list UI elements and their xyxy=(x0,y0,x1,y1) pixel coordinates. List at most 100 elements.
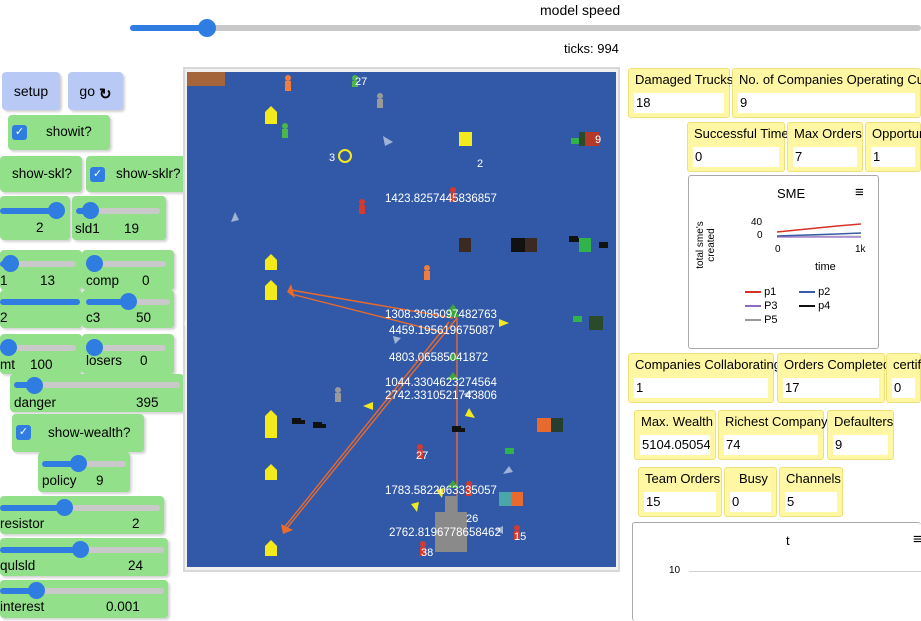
wealth-label: 1423.8257445836857 xyxy=(385,193,497,205)
slider-track xyxy=(0,505,160,511)
slider-resistor[interactable]: resistor 2 xyxy=(0,496,164,534)
world-view[interactable]: 1423.8257445836857 1308.3085097482763 44… xyxy=(187,72,616,567)
slider-thumb[interactable] xyxy=(2,255,19,272)
monitor-damaged-trucks: Damaged Trucks 18 xyxy=(628,68,733,118)
slider-c3[interactable]: c3 50 xyxy=(82,290,174,328)
slider-value: 0.001 xyxy=(106,599,140,614)
showit-label: showit? xyxy=(46,124,92,139)
slider-thumb[interactable] xyxy=(26,377,43,394)
agent-number: 27 xyxy=(355,76,368,88)
slider-qulsld[interactable]: qulsld 24 xyxy=(0,538,168,576)
slider-track xyxy=(0,261,76,267)
showit-switch[interactable]: ✓ showit? xyxy=(8,115,110,150)
slider-interest[interactable]: interest 0.001 xyxy=(0,580,168,618)
show-skl-switch[interactable]: show-skl? xyxy=(0,156,82,192)
checkbox-icon[interactable]: ✓ xyxy=(16,425,31,440)
slider-thumb[interactable] xyxy=(82,202,99,219)
slider-losers[interactable]: losers 0 xyxy=(82,334,174,374)
model-speed-thumb[interactable] xyxy=(198,19,216,37)
slider-mt[interactable]: mt 100 xyxy=(0,334,82,374)
monitor-label: Busy xyxy=(739,471,768,486)
person-icons xyxy=(282,75,520,556)
slider-fill xyxy=(0,505,66,511)
slider-fill xyxy=(86,299,130,305)
slider-name: resistor xyxy=(0,516,45,531)
slider-value: 24 xyxy=(128,558,144,573)
slider-policy[interactable]: policy 9 xyxy=(38,452,130,492)
ytick: 0 xyxy=(757,230,763,241)
monitor-orders-completed: Orders Completed 17 xyxy=(777,353,890,403)
agent-number: 9 xyxy=(595,134,602,146)
houses xyxy=(265,106,472,556)
slider-value: 19 xyxy=(124,221,140,236)
brown-patch xyxy=(187,72,225,86)
go-button[interactable]: go ↻ xyxy=(68,72,123,110)
agent-number: 3 xyxy=(329,152,336,164)
legend-item: p4 xyxy=(818,300,831,312)
slider-s1[interactable]: 2 xyxy=(0,196,70,240)
slider-thumb[interactable] xyxy=(86,255,103,272)
checkbox-icon[interactable]: ✓ xyxy=(12,125,27,140)
monitor-value: 1 xyxy=(871,147,915,167)
monitor-value: 74 xyxy=(724,435,818,455)
xtick: 1k xyxy=(855,244,866,255)
slider-thumb[interactable] xyxy=(56,499,73,516)
slider-s3[interactable]: 1 13 xyxy=(0,250,82,290)
slider-value: 100 xyxy=(30,357,53,372)
factory xyxy=(435,496,467,552)
monitor-channels: Channels 5 xyxy=(779,467,843,517)
slider-name: mt xyxy=(0,357,15,372)
slider-thumb[interactable] xyxy=(72,541,89,558)
slider-sld1[interactable]: sld1 19 xyxy=(72,196,166,240)
wealth-label: 1044.3304623274564 xyxy=(385,377,497,389)
monitor-value: 9 xyxy=(833,435,888,455)
monitor-label: Max Orders xyxy=(794,126,862,141)
slider-thumb[interactable] xyxy=(86,339,103,356)
slider-thumb[interactable] xyxy=(0,339,17,356)
slider-name: comp xyxy=(86,273,120,288)
agent-number: 38 xyxy=(421,547,434,559)
slider-name: policy xyxy=(42,473,77,488)
slider-value: 2 xyxy=(132,516,140,531)
agent-number: 15 xyxy=(514,531,527,543)
agent-number: 27 xyxy=(416,450,429,462)
slider-track xyxy=(14,382,180,388)
slider-comp[interactable]: comp 0 xyxy=(82,250,174,290)
slider-name: interest xyxy=(0,599,45,614)
slider-danger[interactable]: danger 395 xyxy=(10,374,184,412)
slider-s5[interactable]: 2 xyxy=(0,290,82,328)
menu-icon[interactable]: ≡ xyxy=(855,184,864,201)
gray-arrows xyxy=(231,136,513,534)
show-sklr-switch[interactable]: ✓ show-sklr? xyxy=(86,156,189,192)
sme-plot: SME ≡ total sme's created 40 0 0 1k time… xyxy=(688,175,879,349)
wealth-label: 1783.5822063335057 xyxy=(385,485,497,497)
monitor-value: 0 xyxy=(693,147,779,167)
slider-thumb[interactable] xyxy=(28,582,45,599)
model-speed-label: model speed xyxy=(540,2,621,18)
ytick: 10 xyxy=(669,565,681,576)
menu-icon[interactable]: ≡ xyxy=(913,531,921,548)
setup-button[interactable]: setup xyxy=(2,72,60,110)
legend-swatch xyxy=(745,319,761,322)
monitor-label: Opportun xyxy=(872,126,921,141)
legend-swatch xyxy=(745,305,761,308)
legend-item: P3 xyxy=(764,300,778,312)
slider-thumb[interactable] xyxy=(70,455,87,472)
legend-item: p1 xyxy=(764,286,777,298)
sme-plot-lines xyxy=(777,223,861,238)
slider-fill xyxy=(42,461,82,467)
slider-value: 2 xyxy=(36,220,44,235)
model-speed-slider[interactable] xyxy=(130,25,921,31)
legend-swatch xyxy=(799,305,815,308)
monitor-max-orders: Max Orders 7 xyxy=(787,122,863,172)
slider-name: c3 xyxy=(86,310,101,325)
slider-value: 0 xyxy=(142,273,150,288)
slider-value: 13 xyxy=(40,273,56,288)
slider-name: 2 xyxy=(0,310,8,325)
slider-thumb[interactable] xyxy=(48,202,65,219)
monitor-label: Channels xyxy=(786,471,841,486)
slider-thumb[interactable] xyxy=(120,293,137,310)
show-wealth-switch[interactable]: ✓ show-wealth? xyxy=(12,414,144,452)
slider-track xyxy=(76,208,160,214)
checkbox-icon[interactable]: ✓ xyxy=(90,167,105,182)
